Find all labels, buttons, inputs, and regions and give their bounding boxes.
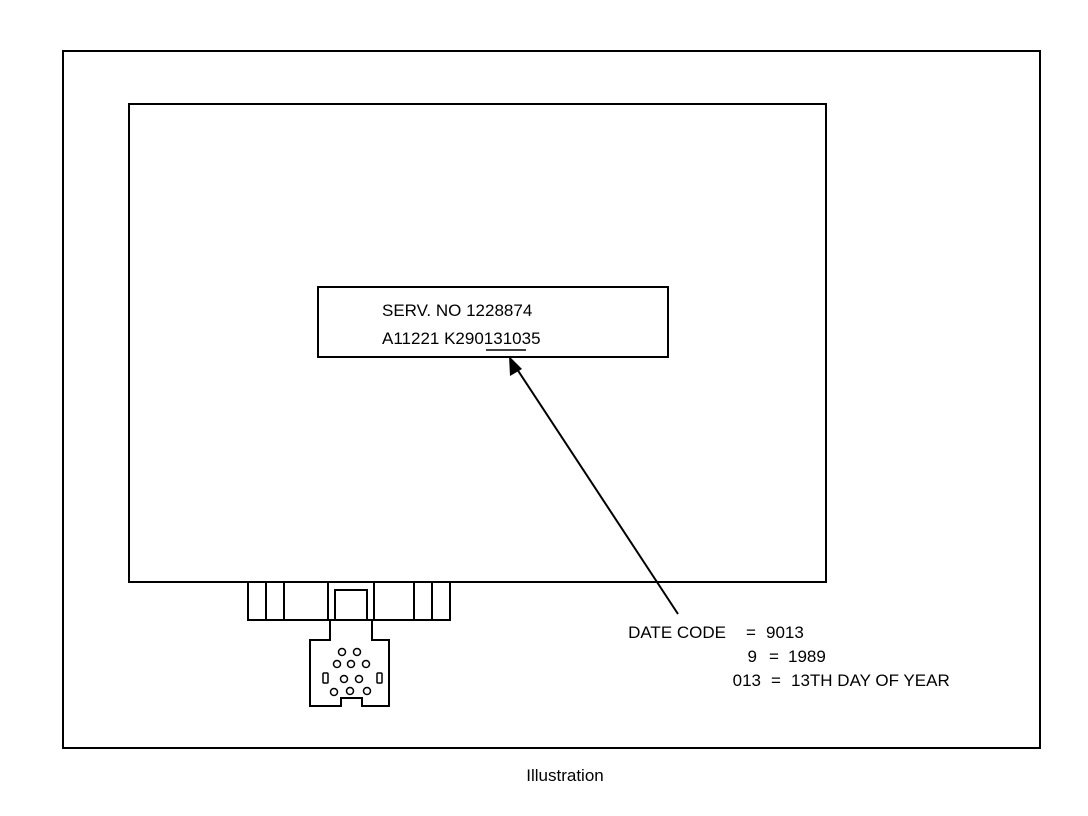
pin xyxy=(352,647,362,657)
pin-key xyxy=(376,672,383,684)
callout-equals: = xyxy=(771,671,781,690)
date-code-digits: 9013 xyxy=(465,329,503,348)
connector xyxy=(247,581,451,707)
connector-pins xyxy=(322,647,383,697)
pin-key xyxy=(322,672,329,684)
figure-caption: Illustration xyxy=(526,766,604,785)
pin xyxy=(362,686,372,696)
outer-frame xyxy=(62,50,1041,749)
callout-key: DATE CODE xyxy=(628,623,726,642)
pin xyxy=(345,686,355,696)
module-body xyxy=(128,103,827,583)
part-code-text: A11221 K290131035 xyxy=(382,329,541,348)
connector-latch xyxy=(334,589,368,621)
service-number-text: SERV. NO 1228874 xyxy=(382,301,532,320)
pin xyxy=(354,674,364,684)
callout-value: 13TH DAY OF YEAR xyxy=(791,671,950,690)
part-code-prefix: A11221 K2 xyxy=(382,329,465,348)
connector-base xyxy=(247,581,451,621)
callout-value: 9013 xyxy=(766,623,804,642)
connector-plug xyxy=(309,620,390,707)
date-code-callout: DATE CODE = 9013 9 = 1989 013 = 13TH DAY… xyxy=(628,623,950,690)
pin xyxy=(337,647,347,657)
callout-value: 1989 xyxy=(788,647,826,666)
callout-equals: = xyxy=(746,623,756,642)
pin xyxy=(332,659,342,669)
pin xyxy=(361,659,371,669)
callout-key: 013 xyxy=(733,671,761,690)
pin xyxy=(329,687,339,697)
callout-equals: = xyxy=(769,647,779,666)
callout-key: 9 xyxy=(748,647,757,666)
part-code-suffix: 1035 xyxy=(503,329,541,348)
pin xyxy=(346,659,356,669)
callout-leader-line xyxy=(514,365,679,615)
callout-arrowhead xyxy=(509,356,522,376)
pin xyxy=(339,674,349,684)
service-label-box xyxy=(317,286,669,358)
